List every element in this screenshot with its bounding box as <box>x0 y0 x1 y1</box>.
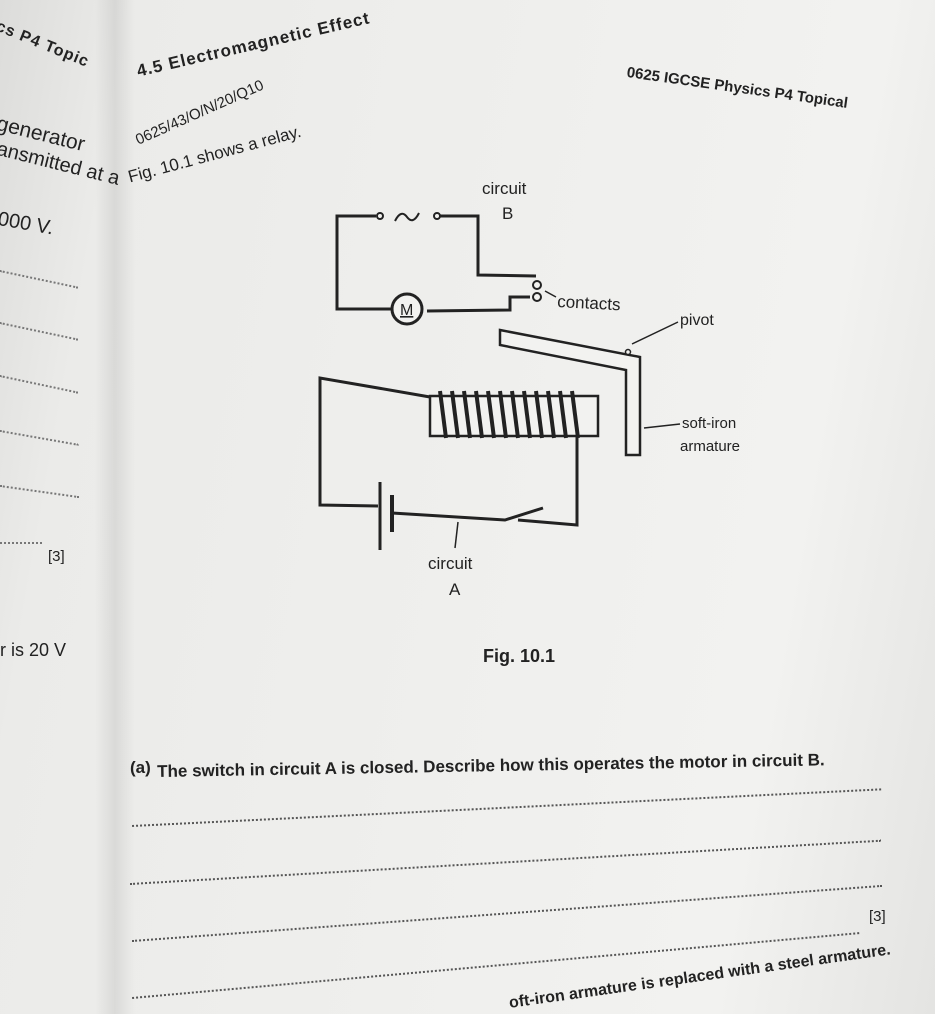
answer-line[interactable] <box>130 839 881 885</box>
circuit-a-wire <box>318 376 431 508</box>
circuit-b-wire <box>335 214 392 311</box>
circuit-a-wire <box>517 421 598 527</box>
circuit-a-wire <box>391 506 544 522</box>
left-marks: [3] <box>48 548 65 565</box>
contacts-pointer <box>544 290 557 298</box>
part-b-fragment: oft-iron armature is replaced with a ste… <box>508 941 892 1012</box>
circuit-b-label-line2: B <box>502 204 513 223</box>
motor-label: M <box>400 302 413 319</box>
contact-lower <box>532 292 542 302</box>
pivot-symbol <box>624 348 632 356</box>
ac-supply-symbol <box>394 212 420 222</box>
book-spine-shadow <box>95 0 135 1014</box>
contacts-label: contacts <box>557 292 621 314</box>
circuit-b-wire <box>440 214 537 278</box>
circuit-a-label-line2: A <box>449 580 461 599</box>
circuit-b-label-line1: circuit <box>482 179 527 198</box>
circuit-a-label-pointer <box>454 521 459 549</box>
relay-diagram: M circuit B contacts pivot soft-iron arm… <box>318 179 740 666</box>
pivot-pointer <box>631 321 679 345</box>
armature-pointer <box>643 423 681 429</box>
pivot-label: pivot <box>680 312 714 329</box>
circuit-b-terminal <box>433 212 441 220</box>
answer-line[interactable] <box>132 788 882 827</box>
circuit-b-wire <box>426 295 530 313</box>
soft-iron-armature <box>498 328 642 457</box>
part-a-marks: [3] <box>869 908 886 925</box>
coil-windings <box>438 390 580 439</box>
circuit-a-label-line1: circuit <box>428 554 473 573</box>
armature-label-line2: armature <box>680 438 740 455</box>
part-a-question: The switch in circuit A is closed. Descr… <box>157 750 825 781</box>
contact-upper <box>532 280 542 290</box>
left-answer-line <box>0 542 42 544</box>
circuit-b-terminal <box>376 212 384 220</box>
answer-line[interactable] <box>132 884 883 942</box>
figure-caption: Fig. 10.1 <box>483 646 555 666</box>
left-bottom-text: r is 20 V <box>0 640 67 660</box>
part-a-label: (a) <box>130 758 151 777</box>
motor-symbol <box>390 292 424 326</box>
armature-label-line1: soft-iron <box>682 415 736 432</box>
